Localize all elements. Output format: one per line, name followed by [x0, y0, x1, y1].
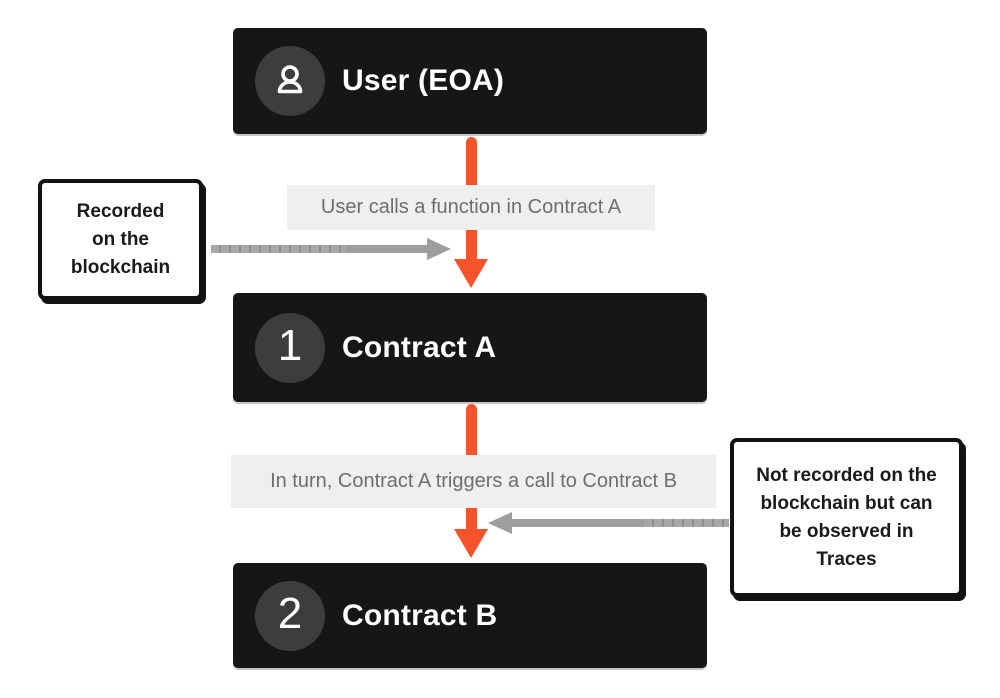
node-contract-b: 2 Contract B — [233, 563, 707, 668]
user-avatar-badge — [255, 46, 325, 116]
callout-line: on the — [92, 228, 149, 250]
traces-annotation-arrow-dashes — [644, 519, 729, 527]
traces-annotation-arrow-shaft — [511, 519, 729, 527]
node-user-eoa: User (EOA) — [233, 28, 707, 134]
traces-annotation-arrow-head — [488, 512, 512, 534]
recorded-annotation-arrow-dashes — [211, 245, 346, 253]
node-contract-a: 1 Contract A — [233, 293, 707, 402]
callout-line: be observed in — [779, 520, 914, 542]
step-2-badge: 2 — [255, 580, 325, 651]
callout-line: Not recorded on the — [756, 464, 937, 486]
recorded-annotation-arrow-head — [427, 238, 451, 260]
step-2-number: 2 — [277, 589, 303, 638]
callout-recorded-on-blockchain: Recorded on the blockchain — [38, 179, 203, 300]
callout-line: blockchain but can — [760, 492, 933, 514]
callout-line: blockchain — [70, 256, 171, 278]
step-1-number: 1 — [277, 321, 303, 370]
callout-line: Recorded — [76, 200, 165, 222]
edge-label-user-calls: User calls a function in Contract A — [287, 185, 655, 230]
node-title-contract-b: Contract B — [342, 598, 498, 632]
callout-line: Traces — [816, 548, 877, 570]
node-title-user: User (EOA) — [342, 64, 505, 97]
user-icon — [277, 65, 303, 94]
flow-arrow-user-to-a-head — [454, 259, 488, 288]
callout-observed-in-traces: Not recorded on the blockchain but can b… — [730, 438, 963, 597]
node-title-contract-a: Contract A — [342, 330, 497, 364]
flow-arrow-a-to-b-head — [454, 529, 488, 558]
edge-label-contract-a-triggers: In turn, Contract A triggers a call to C… — [231, 455, 716, 508]
step-1-badge: 1 — [255, 312, 325, 383]
